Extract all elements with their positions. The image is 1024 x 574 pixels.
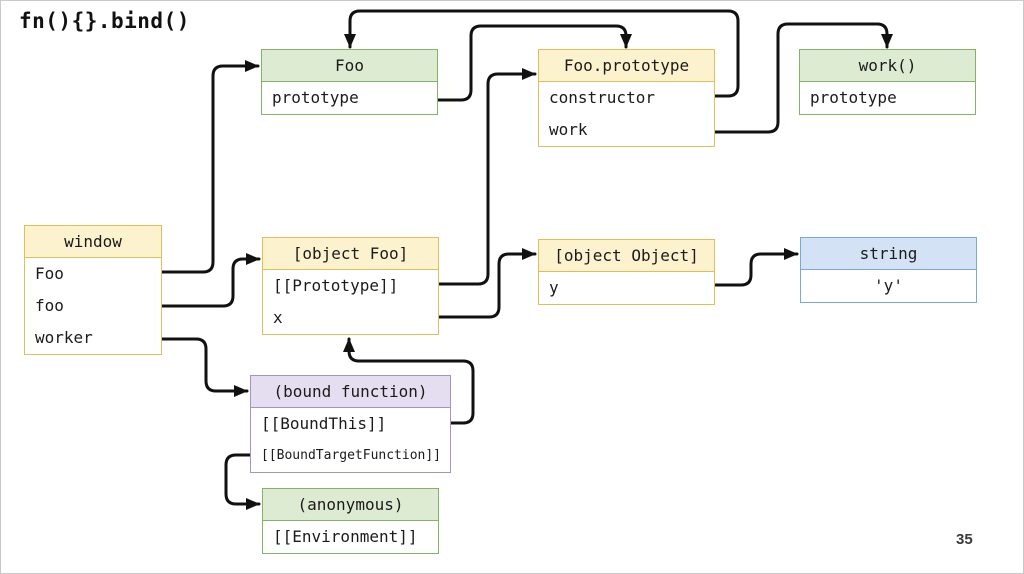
node-window-row-foo: foo bbox=[35, 296, 64, 315]
node-anonymous-row-environment: [[Environment]] bbox=[273, 527, 418, 546]
node-object-foo-row-prototype-slot: [[Prototype]] bbox=[273, 276, 399, 295]
node-bound-function: (bound function) [[BoundThis]] [[BoundTa… bbox=[250, 375, 451, 473]
node-anonymous-title: (anonymous) bbox=[263, 489, 438, 521]
edge-window-foo-to-foo bbox=[160, 60, 260, 274]
node-window-row-Foo: Foo bbox=[35, 264, 64, 283]
node-object-object-title: [object Object] bbox=[539, 240, 714, 272]
node-work-row-prototype: prototype bbox=[810, 88, 897, 107]
node-work: work() prototype bbox=[799, 49, 976, 115]
node-foo: Foo prototype bbox=[261, 49, 438, 115]
node-bound-function-title: (bound function) bbox=[251, 376, 450, 408]
node-object-foo-title: [object Foo] bbox=[263, 238, 438, 270]
node-bound-function-row-boundtarget: [[BoundTargetFunction]] bbox=[261, 448, 442, 463]
edge-constructor-to-foo bbox=[344, 9, 740, 98]
node-window-row-worker: worker bbox=[35, 328, 93, 347]
node-foo-prototype-row-constructor: constructor bbox=[549, 88, 655, 107]
node-object-object-row-y: y bbox=[549, 278, 559, 297]
node-object-object: [object Object] y bbox=[538, 239, 715, 305]
node-work-title: work() bbox=[800, 50, 975, 82]
edge-work-to-workfn bbox=[712, 22, 893, 134]
node-string: string 'y' bbox=[800, 237, 977, 303]
node-anonymous: (anonymous) [[Environment]] bbox=[262, 488, 439, 554]
node-foo-title: Foo bbox=[262, 50, 437, 82]
page-number: 35 bbox=[956, 531, 973, 548]
edge-window-worker-to-bound bbox=[160, 337, 249, 397]
node-foo-row-prototype: prototype bbox=[272, 88, 359, 107]
node-string-title: string bbox=[801, 238, 976, 270]
edge-fooprototypeprop-to-fooprototype bbox=[436, 24, 632, 102]
edge-boundthis-to-objectfoo bbox=[343, 337, 475, 425]
slide-title: fn(){}.bind() bbox=[19, 9, 190, 33]
node-string-row-value: 'y' bbox=[874, 276, 903, 295]
edge-window-foo-to-objectfoo bbox=[160, 253, 261, 308]
edge-x-to-objectobject bbox=[436, 248, 537, 319]
node-foo-prototype-title: Foo.prototype bbox=[539, 50, 714, 82]
node-foo-prototype: Foo.prototype constructor work bbox=[538, 49, 715, 147]
node-bound-function-row-boundthis: [[BoundThis]] bbox=[261, 414, 387, 433]
node-window-title: window bbox=[25, 226, 161, 258]
node-object-foo-row-x: x bbox=[273, 308, 283, 327]
node-window: window Foo foo worker bbox=[24, 225, 162, 355]
edge-prototypeslot-to-fooprototype bbox=[436, 68, 537, 286]
edge-y-to-string bbox=[712, 248, 799, 287]
node-foo-prototype-row-work: work bbox=[549, 120, 588, 139]
node-object-foo: [object Foo] [[Prototype]] x bbox=[262, 237, 439, 335]
edge-boundtarget-to-anonymous bbox=[224, 453, 261, 510]
